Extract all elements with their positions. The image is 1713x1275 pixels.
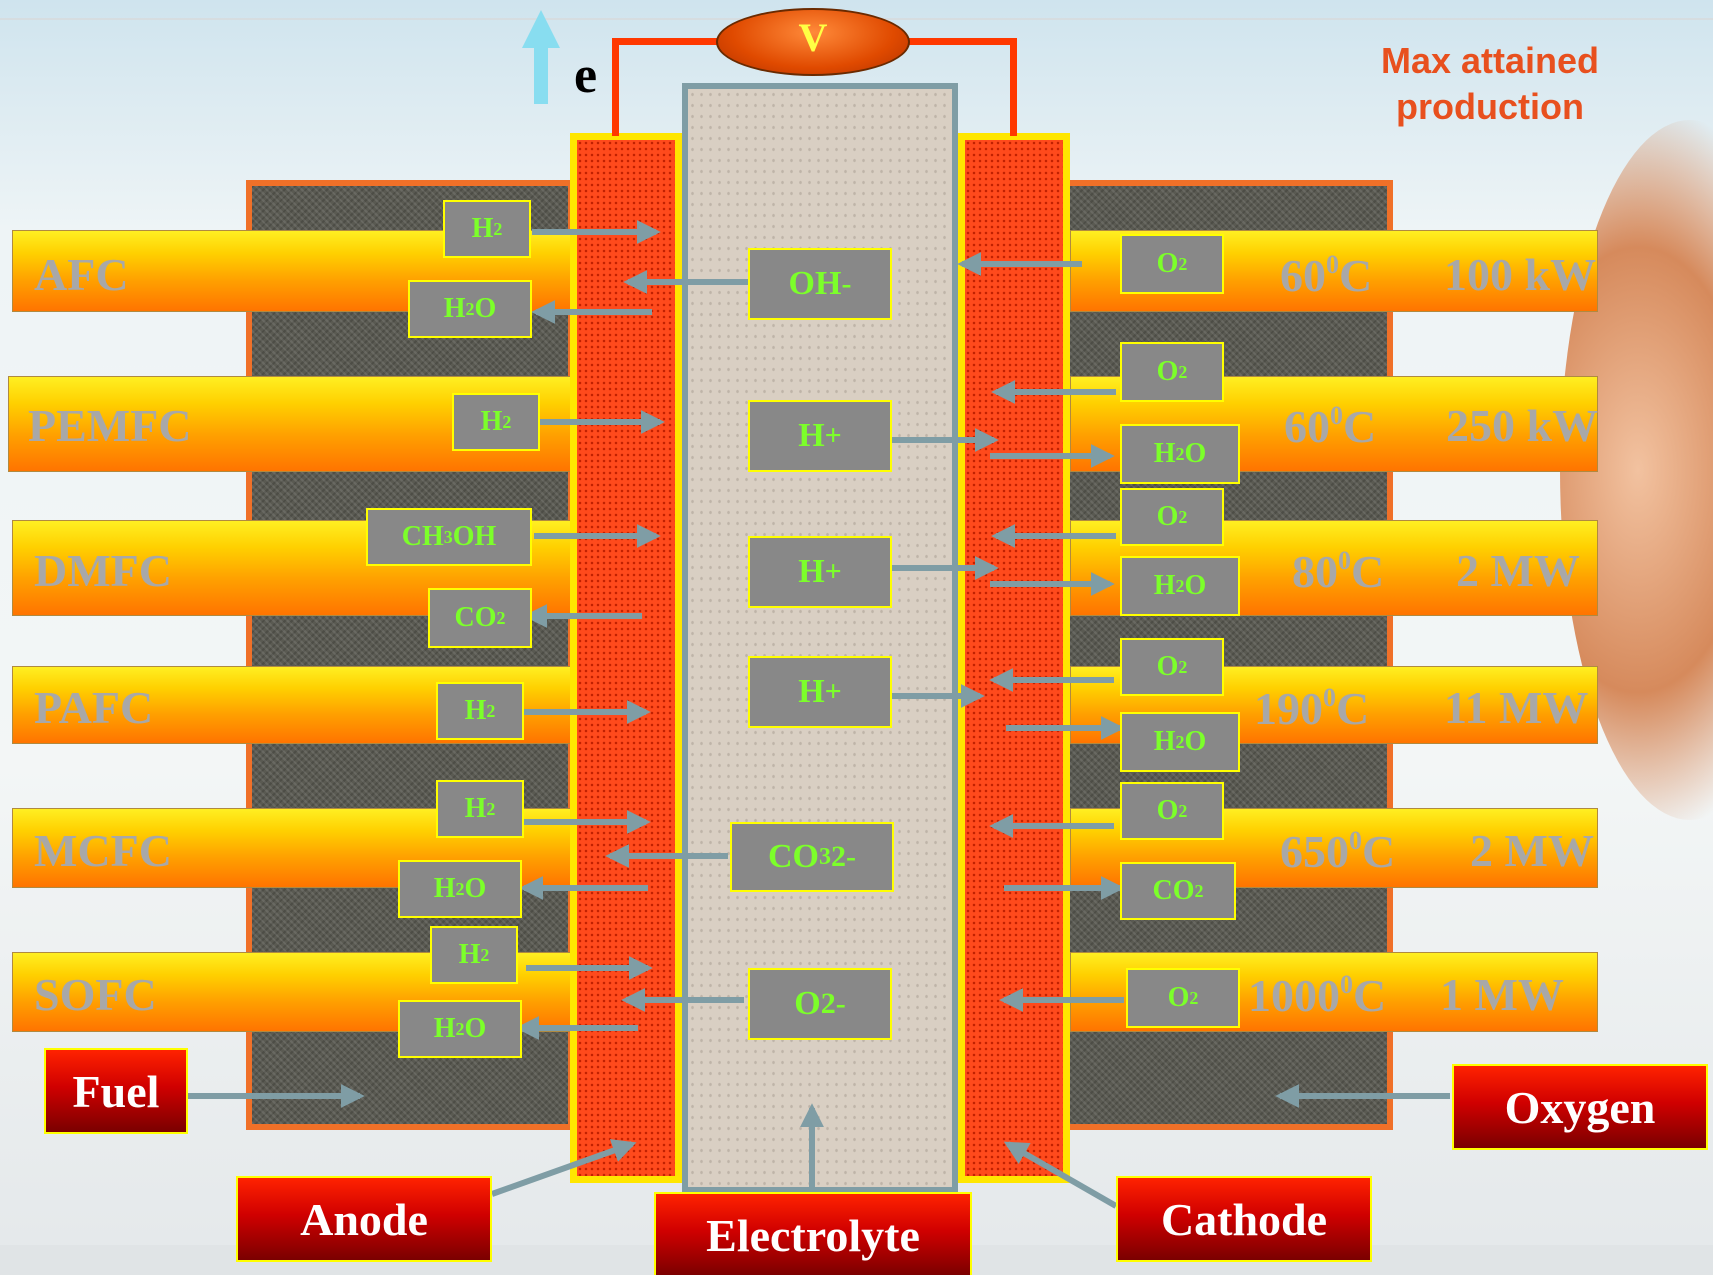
- anode-label: Anode: [236, 1176, 492, 1262]
- oxygen-label: Oxygen: [1452, 1064, 1708, 1150]
- fuel-cell-name: PAFC: [34, 685, 153, 731]
- fuel-cell-name: MCFC: [34, 828, 172, 874]
- electrolyte-label: Electrolyte: [654, 1192, 972, 1275]
- max-power-output: 100 kW: [1444, 252, 1596, 298]
- cathode-electrode: [958, 133, 1070, 1183]
- max-production-heading: Max attained production: [1340, 38, 1640, 130]
- anode-electrode: [570, 133, 682, 1183]
- ion-box-h-plus: H+: [748, 656, 892, 728]
- operating-temperature: 600C: [1280, 252, 1372, 299]
- electron-label: e: [574, 50, 597, 102]
- circuit-wire-right-vertical: [1010, 38, 1017, 136]
- ion-box-h-plus: H+: [748, 400, 892, 472]
- max-power-output: 2 MW: [1470, 828, 1594, 874]
- circuit-wire-left-horizontal: [612, 38, 720, 45]
- operating-temperature: 600C: [1284, 403, 1376, 450]
- fuel-cell-name: AFC: [34, 252, 129, 298]
- operating-temperature: 800C: [1292, 548, 1384, 595]
- max-power-output: 250 kW: [1446, 403, 1598, 449]
- ion-box-h-plus: H+: [748, 536, 892, 608]
- operating-temperature: 6500C: [1280, 828, 1395, 875]
- operating-temperature: 1900C: [1254, 685, 1369, 732]
- cathode-label: Cathode: [1116, 1176, 1372, 1262]
- max-power-output: 11 MW: [1444, 685, 1588, 731]
- max-power-output: 1 MW: [1440, 972, 1564, 1018]
- fuel-cell-name: SOFC: [34, 972, 157, 1018]
- fuel-cell-name: PEMFC: [28, 403, 192, 449]
- circuit-wire-right-horizontal: [905, 38, 1017, 45]
- fuel-cell-name: DMFC: [34, 548, 172, 594]
- fuel-label: Fuel: [44, 1048, 188, 1134]
- circuit-wire-left-vertical: [612, 38, 619, 136]
- max-power-output: 2 MW: [1456, 548, 1580, 594]
- operating-temperature: 10000C: [1248, 972, 1386, 1019]
- ion-box-oh: OH-: [748, 248, 892, 320]
- voltmeter: V: [716, 8, 910, 76]
